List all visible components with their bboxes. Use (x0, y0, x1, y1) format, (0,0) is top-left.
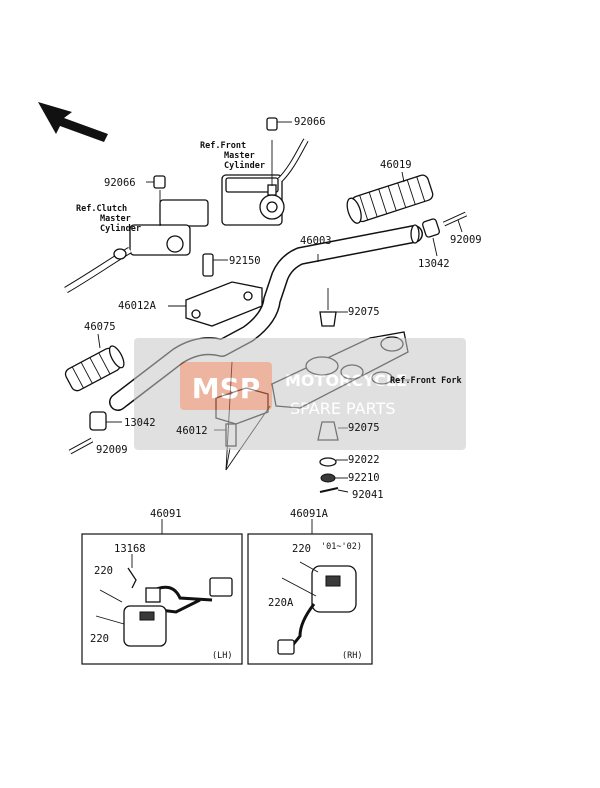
watermark: MSP MOTORCYCLE SPARE PARTS (134, 338, 466, 450)
callout-220-rh: 220 (292, 543, 311, 555)
bar-end-weight-left (89, 411, 122, 431)
callout-92150: 92150 (229, 255, 261, 267)
ref-front-fork: Ref.Front Fork (390, 376, 462, 386)
lh-tag: (LH) (212, 651, 232, 661)
watermark-line1: MOTORCYCLE (285, 371, 407, 390)
switch-box-lh (81, 519, 243, 665)
left-grip (64, 333, 125, 392)
rh-years: '01~'02) (321, 542, 362, 552)
callout-92022: 92022 (348, 454, 380, 466)
bolt-92150 (202, 253, 228, 277)
switch-box-rh (247, 519, 373, 665)
callout-220A: 220A (268, 597, 294, 609)
callout-92075-bottom: 92075 (348, 422, 380, 434)
orientation-arrow-icon (38, 102, 108, 142)
callout-220-lh-b: 220 (90, 633, 109, 645)
reservoir-cap-left (146, 175, 166, 189)
callout-46019: 46019 (380, 159, 412, 171)
ref-clutch-master-line3: Cylinder (100, 223, 141, 234)
ref-clutch-master-line1: Ref.Clutch (76, 204, 127, 214)
callout-92210: 92210 (348, 472, 380, 484)
washer-92022 (319, 457, 348, 467)
ref-front-master-line1: Ref.Front (200, 141, 246, 151)
callout-46012A: 46012A (118, 300, 157, 312)
callout-92009-left: 92009 (96, 444, 128, 456)
ref-front-master-line2: Master (224, 151, 255, 161)
callout-46075: 46075 (84, 321, 116, 333)
ref-clutch-master-line2: Master (100, 214, 131, 224)
callout-46003: 46003 (300, 235, 332, 247)
throttle-grip (346, 171, 434, 224)
rubber-damper-top (319, 311, 348, 327)
callout-92075-top: 92075 (348, 306, 380, 318)
callout-13042-left: 13042 (124, 417, 156, 429)
bar-end-weight-right (422, 218, 440, 257)
callout-220-lh-a: 220 (94, 565, 113, 577)
bar-end-screw-left (68, 437, 94, 455)
clutch-master-cylinder (64, 190, 209, 294)
front-master-cylinder (221, 138, 309, 226)
pin-92041 (319, 487, 349, 493)
callout-92066-top: 92066 (294, 116, 326, 128)
callout-13042-right: 13042 (418, 258, 450, 270)
rh-tag-label: (RH) (342, 651, 362, 661)
bar-end-screw-right (442, 211, 468, 233)
ref-front-master-line3: Cylinder (224, 160, 265, 171)
callout-92041: 92041 (352, 489, 384, 501)
watermark-logo: MSP (192, 372, 261, 405)
callout-46012: 46012 (176, 425, 208, 437)
callout-46091A: 46091A (290, 508, 329, 520)
callout-46091: 46091 (150, 508, 182, 520)
callout-13168: 13168 (114, 543, 146, 555)
nut-92210 (320, 473, 348, 483)
callout-92066-left: 92066 (104, 177, 136, 189)
reservoir-cap-top (266, 117, 292, 131)
handlebar-holder-upper (168, 281, 263, 327)
watermark-line2: SPARE PARTS (290, 399, 396, 418)
callout-92009-right: 92009 (450, 234, 482, 246)
